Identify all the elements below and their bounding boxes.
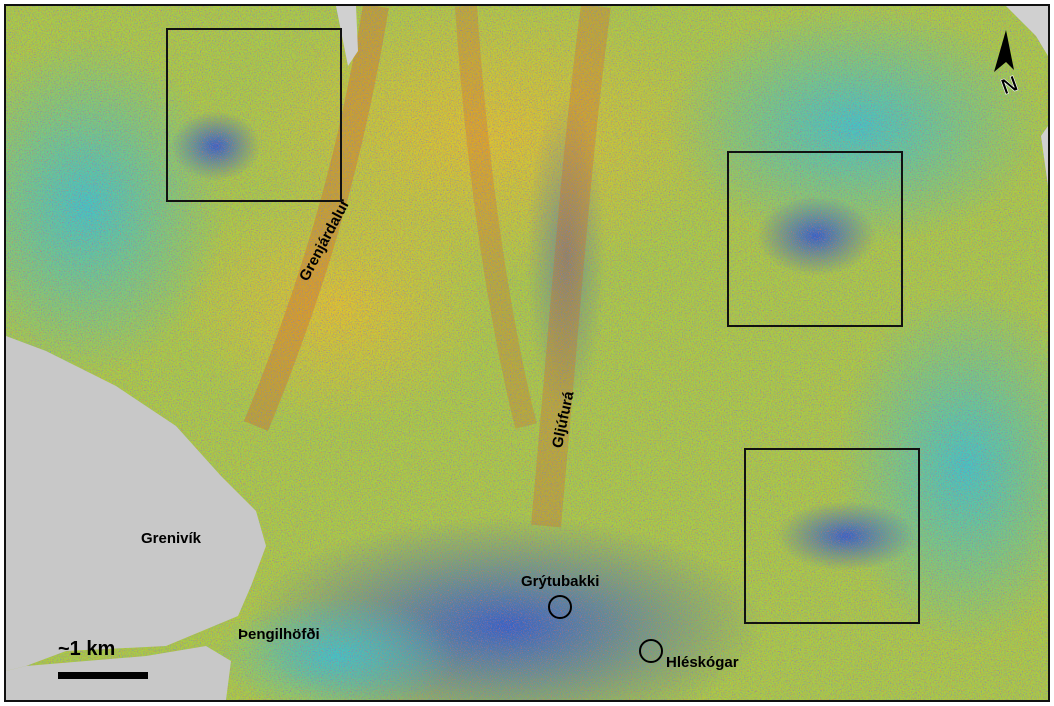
roi-box-southeast <box>744 448 920 624</box>
roi-box-northwest <box>166 28 342 202</box>
label-hleskogar: Hléskógar <box>666 654 739 671</box>
north-letter: N <box>998 71 1021 100</box>
sea-area <box>6 336 266 671</box>
label-grenivik: Grenivík <box>141 530 202 547</box>
mask-sliver <box>336 6 358 66</box>
interferogram-map <box>6 6 1048 700</box>
map-frame: Grenjárdalur Gljúfurá Grenivík Þengilhöf… <box>4 4 1050 702</box>
scale-label: ~1 km <box>58 638 116 660</box>
scale-bar <box>58 672 148 679</box>
label-thengilhofdi: Þengilhöfði <box>238 626 320 643</box>
mask-sliver <box>1041 126 1048 186</box>
north-arrow-icon: N <box>994 30 1021 100</box>
mask-sliver <box>1006 6 1048 56</box>
circle-marker-icon <box>639 639 663 663</box>
circle-marker-icon <box>548 595 572 619</box>
roi-box-east <box>727 151 903 327</box>
label-grytubakki: Grýtubakki <box>521 573 600 590</box>
